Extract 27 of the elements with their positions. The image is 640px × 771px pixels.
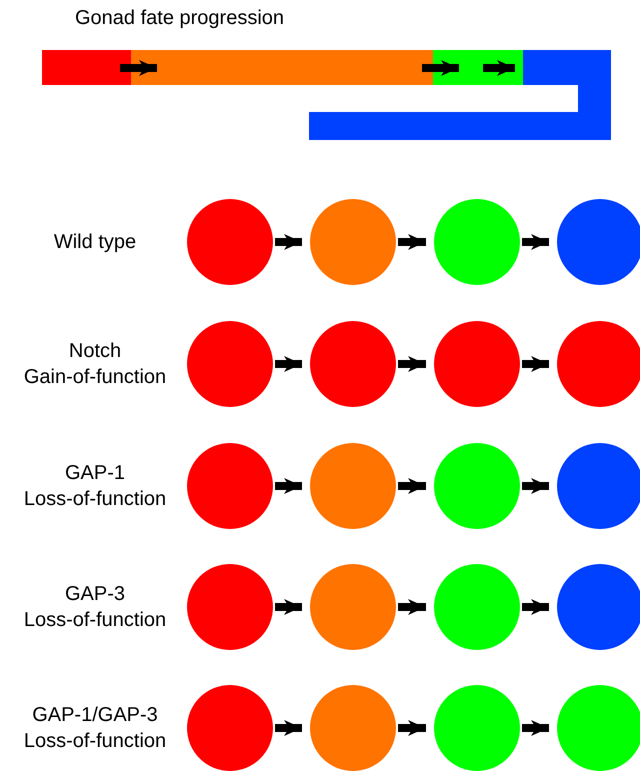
arrow bbox=[483, 60, 515, 76]
row-label: Wild type bbox=[54, 230, 136, 255]
arrow bbox=[522, 356, 549, 372]
arrow bbox=[398, 599, 426, 615]
row-label: Notch Gain-of-function bbox=[22, 339, 168, 390]
arrow bbox=[398, 478, 426, 494]
arrow bbox=[275, 599, 302, 615]
arrow bbox=[522, 720, 549, 736]
arrow bbox=[522, 478, 549, 494]
arrow bbox=[275, 720, 302, 736]
arrow bbox=[398, 356, 426, 372]
arrow bbox=[275, 478, 302, 494]
row-label: GAP-1 Loss-of-function bbox=[22, 461, 168, 512]
diagram-title: Gonad fate progression bbox=[75, 6, 284, 31]
row-label: GAP-3 Loss-of-function bbox=[22, 582, 168, 633]
arrow bbox=[398, 720, 426, 736]
arrow bbox=[422, 60, 459, 76]
fate-bar-segment bbox=[131, 50, 433, 85]
fate-bar-segment bbox=[309, 50, 611, 140]
arrow bbox=[398, 234, 426, 250]
arrow bbox=[275, 234, 302, 250]
arrow bbox=[522, 599, 549, 615]
arrow bbox=[275, 356, 302, 372]
arrow bbox=[522, 234, 549, 250]
row-label: GAP-1/GAP-3 Loss-of-function bbox=[22, 703, 168, 754]
arrow bbox=[120, 60, 157, 76]
fate-bar-segment bbox=[42, 50, 131, 85]
